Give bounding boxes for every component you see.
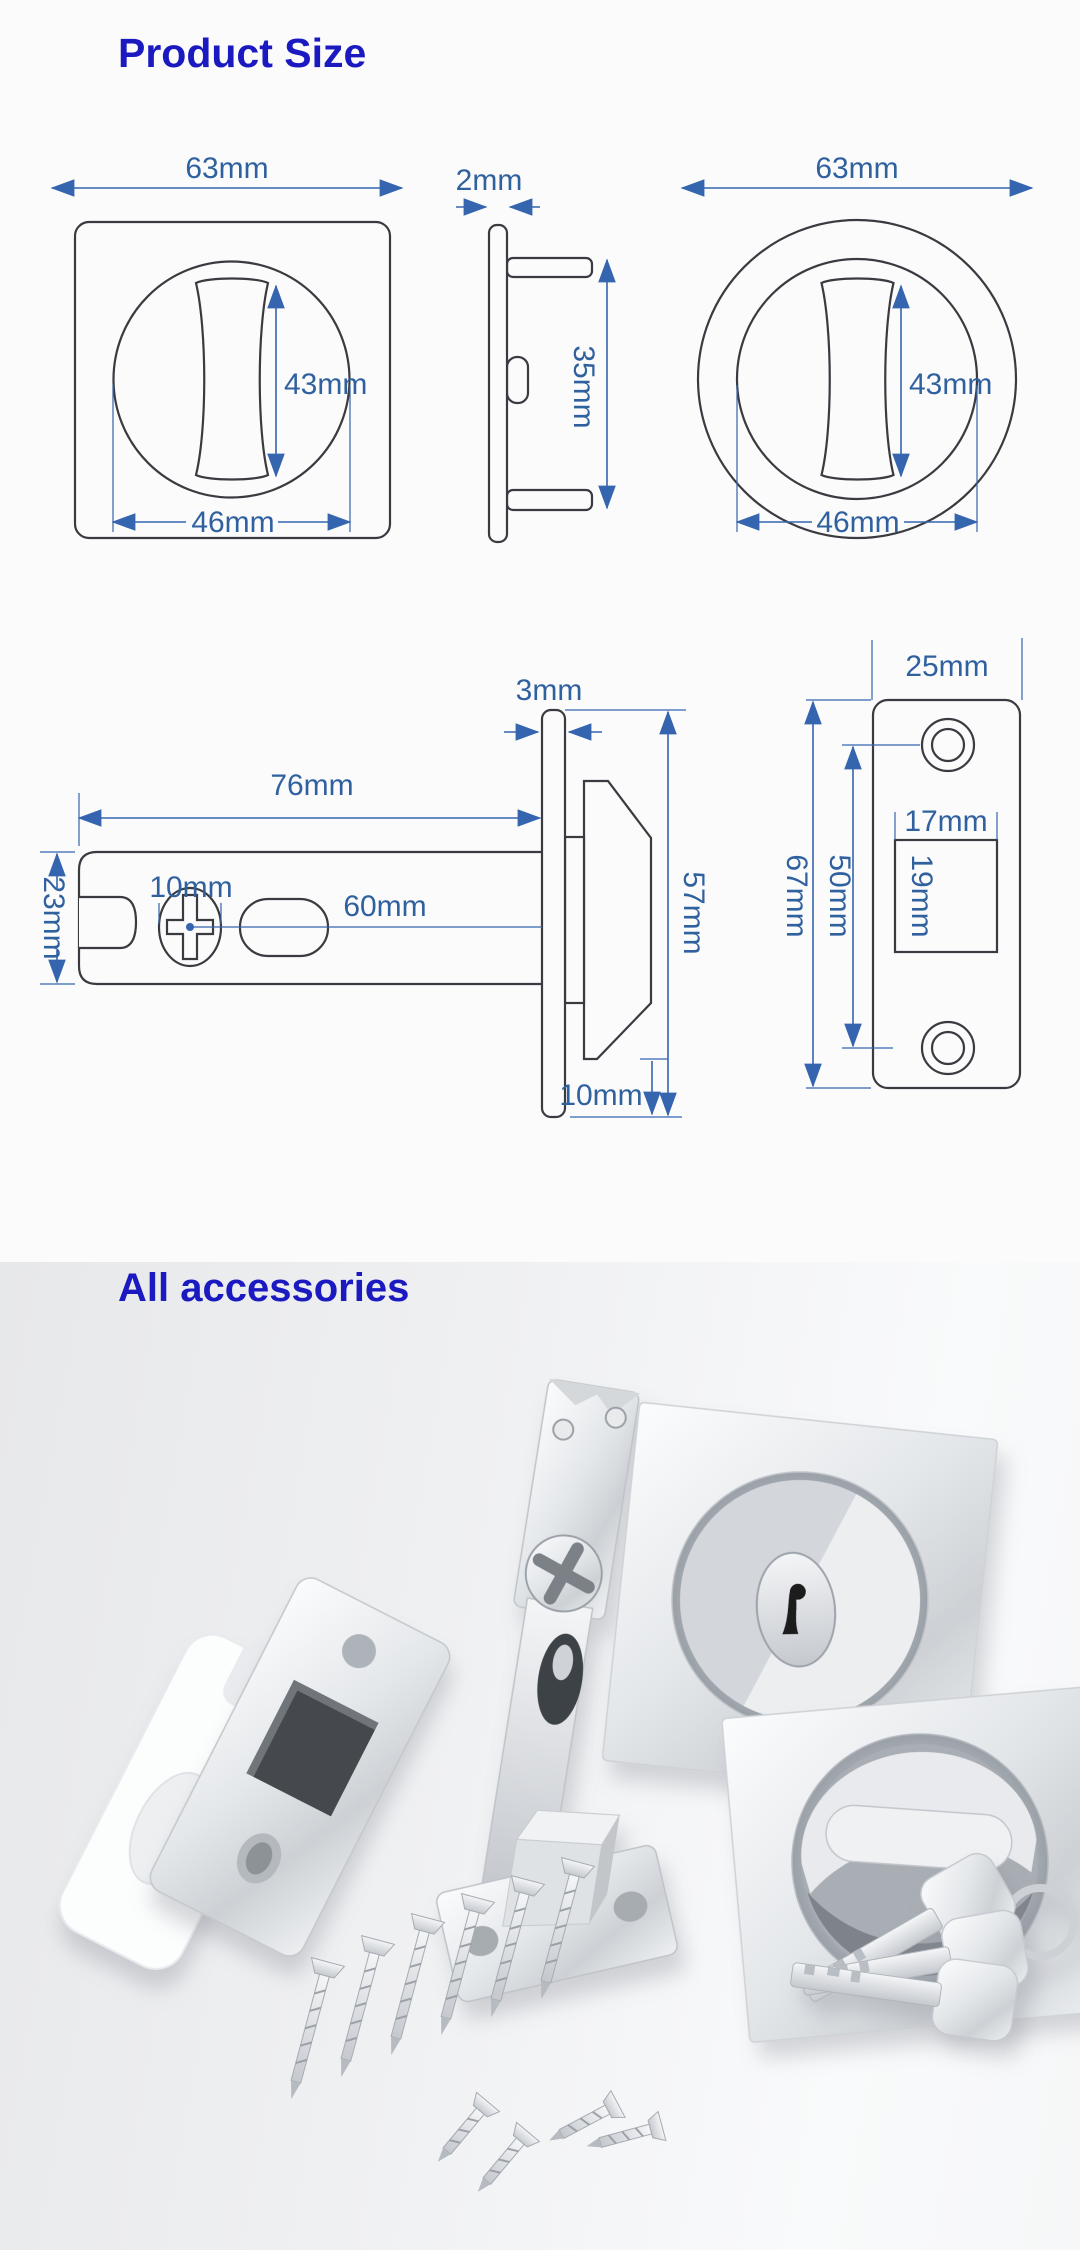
dim-label-square-width: 63mm [185, 152, 268, 185]
dim-label-faceplate-height: 57mm [677, 871, 710, 954]
strike-screw-hole-top [920, 717, 976, 773]
short-screws [437, 2089, 667, 2192]
round-escutcheon-diagram: 63mm 43mm 46mm [680, 152, 1034, 540]
latch-screw-cross [165, 893, 215, 961]
dim-label-round-knob-height: 43mm [909, 368, 992, 401]
dim-label-strike-width: 25mm [905, 650, 988, 683]
accessories-photo-section: All accessories [0, 1262, 1080, 2250]
accessories-title: All accessories [118, 1266, 410, 1310]
strike-screw-hole-top-inner [930, 727, 966, 763]
product-size-title: Product Size [118, 30, 367, 76]
product-size-diagrams: 63mm 43mm 46mm 2mm 35mm 63 [37, 152, 1034, 1119]
dim-label-bolt-offset: 10mm [559, 1079, 642, 1112]
latch-diagram: 76mm 23mm 10mm 60mm 3mm 57mm 10mm [37, 674, 710, 1119]
latch-bolt-collar [563, 835, 586, 1005]
square-plate-thumb-knob [194, 277, 270, 481]
dim-label-latch-length: 76mm [270, 769, 353, 802]
dim-label-side-height: 35mm [567, 345, 600, 428]
keys-photo [790, 1852, 1078, 2042]
dim-label-strike-hole-width: 17mm [904, 805, 987, 838]
strike-screw-hole-bottom-inner [930, 1030, 966, 1066]
latch-faceplate [540, 708, 567, 1119]
latch-body-notch [79, 895, 138, 950]
dim-label-latch-body-height: 23mm [37, 876, 70, 959]
strike-latch-hole [893, 838, 999, 954]
escutcheon-side-diagram: 2mm 35mm [456, 164, 616, 544]
square-escutcheon-diagram: 63mm 43mm 46mm [50, 152, 404, 540]
dim-label-strike-screw-spacing: 50mm [823, 854, 856, 937]
dim-label-strike-height: 67mm [780, 854, 813, 937]
round-plate-recess-circle [735, 257, 979, 501]
dim-label-side-thickness: 2mm [456, 164, 523, 197]
side-view-top-tab [505, 256, 594, 279]
square-plate-recess-circle [112, 260, 351, 499]
strike-plate-photo [149, 1577, 451, 1957]
strike-plate-outline [871, 698, 1022, 1090]
dim-label-strike-hole-height: 19mm [905, 854, 938, 937]
long-screws [290, 1856, 596, 2100]
dim-label-faceplate-thickness: 3mm [516, 674, 583, 707]
strike-plate-diagram: 25mm 17mm 19mm 50mm 67mm [780, 638, 1023, 1090]
accessories-photo [58, 1378, 1080, 2192]
side-view-plate [487, 223, 509, 544]
dim-label-latch-backset: 60mm [343, 890, 426, 923]
latch-bolt-outline [582, 779, 653, 1061]
dim-label-square-recess-width: 46mm [191, 506, 274, 539]
dim-label-round-width: 63mm [815, 152, 898, 185]
keyed-escutcheon-photo [601, 1401, 999, 1799]
side-view-bottom-tab [505, 488, 594, 512]
dim-label-square-knob-height: 43mm [284, 368, 367, 401]
strike-screw-hole-bottom [920, 1020, 976, 1076]
round-plate-thumb-knob [820, 277, 895, 481]
dim-label-latch-hole: 10mm [149, 871, 232, 904]
dim-label-round-recess-width: 46mm [816, 506, 899, 539]
side-view-latch-hub [505, 355, 530, 405]
screw-long [290, 1956, 346, 2100]
